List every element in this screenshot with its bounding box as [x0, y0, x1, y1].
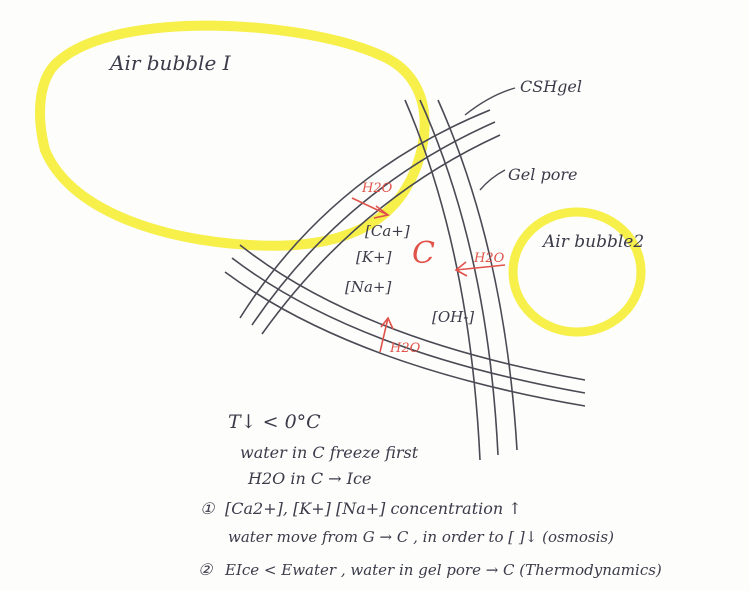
air-bubble-1-label: Air bubble I [108, 51, 232, 75]
note-line-6: EIce < Ewater , water in gel pore → C (T… [224, 561, 662, 579]
gel-pore-label: Gel pore [508, 165, 577, 184]
air-bubble-2-label: Air bubble2 [541, 232, 644, 252]
center-c-label: C [412, 236, 435, 271]
h2o-label-bottom: H2O [389, 341, 421, 356]
gel-strand-v-1 [404, 99, 481, 461]
note-line-4-number: ① [200, 499, 216, 518]
ion-na-label: [Na+] [345, 278, 391, 296]
h2o-arrow-bottom [379, 316, 394, 353]
air-bubble-1-outline [35, 20, 430, 251]
note-line-5: water move from G → C , in order to [ ]↓… [228, 528, 614, 546]
gel-strand-ne-3 [261, 134, 501, 335]
h2o-arrow-right [454, 261, 506, 277]
h2o-label-top: H2O [361, 181, 393, 196]
h2o-arrow-top [351, 197, 390, 219]
note-line-4: [Ca2+], [K+] [Na+] concentration ↑ [225, 499, 522, 518]
gel-strand-v-2 [419, 99, 499, 456]
gel-strand-s-3 [224, 271, 586, 407]
csh-gel-leader [464, 87, 516, 116]
ion-oh-label: [OH-] [432, 308, 474, 326]
h2o-label-right: H2O [473, 251, 505, 266]
ion-k-label: [K+] [356, 248, 392, 266]
gel-pore-leader [479, 169, 506, 191]
gel-strand-v-3 [437, 99, 518, 451]
note-line-3: H2O in C → Ice [247, 469, 371, 488]
csh-gel-label: CSHgel [520, 77, 582, 96]
note-line-6-number: ② [198, 560, 214, 579]
gel-strand-ne-2 [251, 121, 496, 326]
gel-strand-s-2 [231, 257, 586, 394]
note-line-2: water in C freeze first [240, 443, 419, 462]
air-bubble-2-outline [508, 207, 646, 337]
note-line-1: T↓ < 0°C [228, 411, 321, 433]
ion-ca-label: [Ca+] [365, 222, 410, 240]
